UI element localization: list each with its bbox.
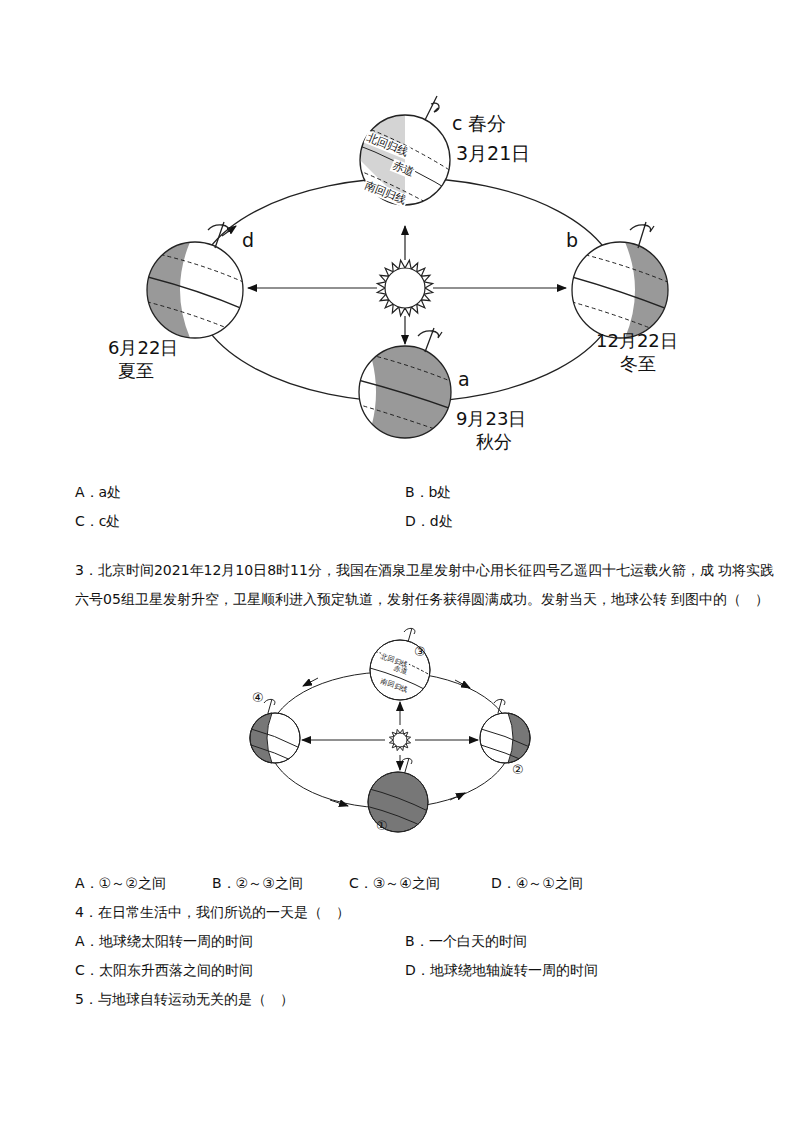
question-text: 5．与地球自转运动无关的是（ ） [75,991,294,1008]
question-text: B．②～③之间 [212,875,303,892]
globe-a [350,328,460,438]
question-text: 3．北京时间2021年12月10日8时11分，我国在酒泉卫星发射中心用长征四号乙… [75,556,787,615]
question-text: B．一个白天的时间 [405,933,527,950]
question-text: C．太阳东升西落之间的时间 [75,962,253,979]
sun-2 [389,729,410,750]
diagram-label: 冬至 [620,353,656,375]
question-text: ③ [414,644,426,660]
diagram-label: 12月22日 [596,330,678,352]
diagram-label: b [566,229,578,252]
diagram-label: 秋分 [476,431,512,453]
globes-2 [248,628,532,832]
diagram-label: 6月22日 [108,337,178,359]
question-text: D．地球绕地轴旋转一周的时间 [405,962,598,979]
globe-b [565,222,675,338]
globe-c [345,96,465,225]
question-text: C．③～④之间 [349,875,440,892]
question-text: 4．在日常生活中，我们所说的一天是（ ） [75,904,350,921]
question-text: ④ [252,690,264,706]
diagram-label: 9月23日 [456,408,526,430]
question-text: ② [512,762,524,778]
question-text: A．①～②之间 [75,875,166,892]
diagram-label: 3月21日 [456,142,530,165]
diagram-label: c 春分 [452,112,507,135]
question-text: D．④～①之间 [491,875,583,892]
sun-rays [248,226,566,344]
question-text: C．c处 [75,513,120,530]
globe-d [140,222,250,338]
question-text: ① [376,818,388,834]
diagram-label: 夏至 [118,360,154,382]
question-text: A．地球绕太阳转一周的时间 [75,933,253,950]
diagram-label: a [458,368,470,391]
question-text: A．a处 [75,484,121,501]
sun [377,260,432,315]
question-text: D．d处 [405,513,453,530]
question-text: B．b处 [405,484,452,501]
diagram-label: d [242,229,254,252]
